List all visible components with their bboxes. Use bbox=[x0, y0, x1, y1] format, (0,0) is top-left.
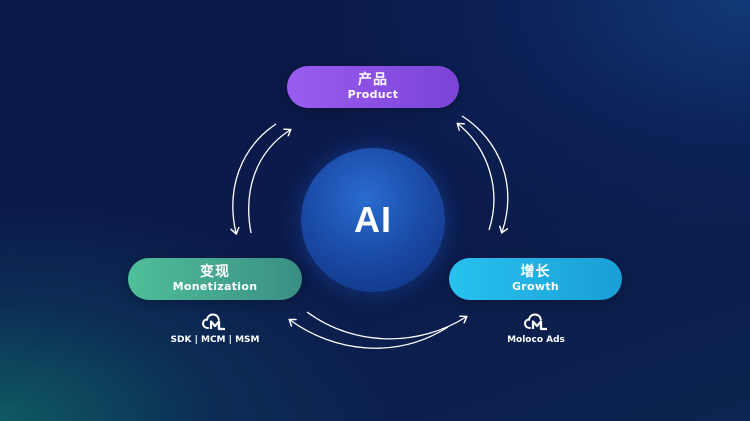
node-product-cn: 产品 bbox=[358, 72, 388, 88]
ai-center-label: AI bbox=[354, 199, 392, 240]
node-growth-en: Growth bbox=[511, 280, 560, 293]
arrow-monetization-growth bbox=[290, 311, 466, 349]
ai-center-circle: AI bbox=[301, 148, 445, 292]
arrow-product-monetization bbox=[233, 123, 290, 233]
cloud-m-icon bbox=[523, 313, 547, 331]
monetization-logo-caption: SDK | MCM | MSM bbox=[170, 335, 260, 345]
node-monetization-cn: 变现 bbox=[200, 264, 230, 280]
node-monetization-en: Monetization bbox=[172, 280, 258, 293]
node-product-en: Product bbox=[347, 88, 399, 101]
cloud-m-icon bbox=[201, 313, 225, 331]
node-growth-cn: 增长 bbox=[520, 264, 551, 280]
node-growth: 增长 Growth bbox=[449, 258, 622, 300]
growth-logo-caption: Moloco Ads bbox=[507, 335, 565, 345]
node-product: 产品 Product bbox=[287, 66, 459, 108]
arrow-product-growth bbox=[458, 115, 509, 232]
node-monetization: 变现 Monetization bbox=[128, 258, 302, 300]
